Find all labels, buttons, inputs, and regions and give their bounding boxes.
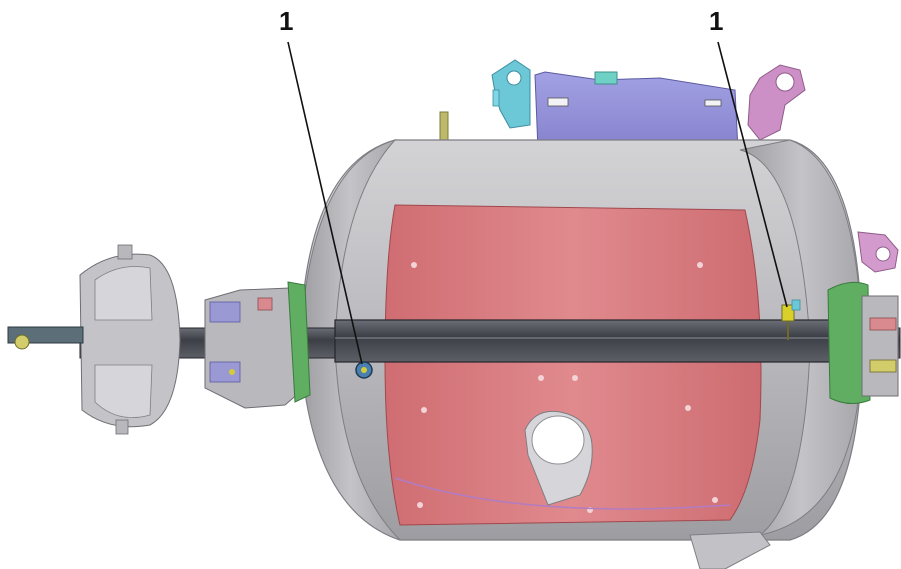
callout-label-right: 1 (709, 6, 724, 36)
manhole-opening (524, 410, 593, 506)
lifting-lug-cyan (491, 59, 531, 129)
leader-line-right (717, 41, 788, 308)
tank-interior-cutaway (384, 204, 762, 526)
leader-line-left (287, 41, 363, 365)
support-leg (689, 531, 771, 569)
nozzle-right-yellow (781, 299, 801, 340)
drive-shaft (79, 319, 901, 363)
lifting-lug-pink (747, 64, 806, 141)
vent-pipe-yellow (439, 111, 449, 143)
nozzle-left (355, 361, 373, 379)
side-lug-pink (857, 231, 899, 273)
bearing-housing-left (204, 281, 311, 409)
callout-label-left: 1 (279, 6, 294, 36)
flange-right (827, 281, 899, 404)
impeller-hub-left (7, 244, 181, 435)
